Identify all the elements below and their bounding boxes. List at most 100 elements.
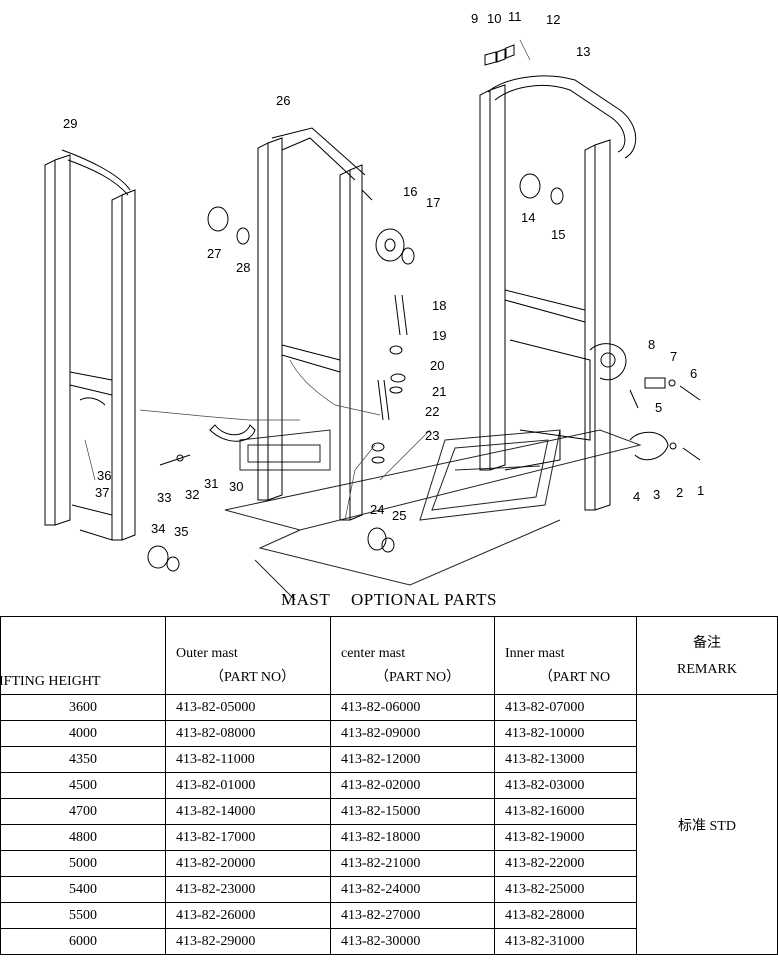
lifting-height-cell: 3600 [0,694,166,721]
callout-35: 35 [174,524,188,539]
header-outer-label: Outer mast [176,646,238,661]
outer-part-cell: 413-82-01000 [165,772,331,799]
header-center-label: center mast [341,646,406,661]
center-part-cell: 413-82-02000 [330,772,495,799]
callout-12: 12 [546,12,560,27]
callout-31: 31 [204,476,218,491]
header-inner-mast: Inner mast （PART NO [494,616,637,695]
header-remark-cn: 备注 [693,636,721,651]
callout-30: 30 [229,479,243,494]
callout-28: 28 [236,260,250,275]
header-outer-mast: Outer mast （PART NO） [165,616,331,695]
callout-21: 21 [432,384,446,399]
sheet-title-left: MAST [281,590,331,609]
leader-lines [139,359,431,521]
table-header-row: IFTING HEIGHT Outer mast （PART NO） cente… [0,616,778,695]
lifting-height-cell: 5000 [0,850,166,877]
center-part-cell: 413-82-30000 [330,928,495,955]
exploded-mast-diagram: 1 2 3 4 5 6 7 8 9 10 11 12 13 14 15 16 1… [44,9,704,600]
header-center-sub: （PART NO） [375,670,461,685]
callout-labels: 1 2 3 4 5 6 7 8 9 10 11 12 13 14 15 16 1… [63,9,704,539]
callout-2: 2 [676,485,683,500]
center-part-cell: 413-82-24000 [330,876,495,903]
header-center-mast: center mast （PART NO） [330,616,495,695]
callout-4: 4 [633,489,640,504]
lifting-height-cell: 4000 [0,720,166,747]
callout-8: 8 [648,337,655,352]
callout-20: 20 [430,358,444,373]
header-remark: 备注 REMARK [636,616,778,695]
center-mast [257,127,373,521]
callout-6: 6 [690,366,697,381]
center-part-cell: 413-82-09000 [330,720,495,747]
callout-1: 1 [697,483,704,498]
callout-10: 10 [487,11,501,26]
outer-part-cell: 413-82-26000 [165,902,331,929]
watermark-logo [224,429,642,600]
center-part-cell: 413-82-18000 [330,824,495,851]
center-part-cell: 413-82-15000 [330,798,495,825]
lifting-height-cell: 4700 [0,798,166,825]
outer-mast [44,149,136,541]
callout-37: 37 [95,485,109,500]
callout-23: 23 [425,428,439,443]
callout-26: 26 [276,93,290,108]
callout-13: 13 [576,44,590,59]
callout-7: 7 [670,349,677,364]
lifting-height-cell: 4350 [0,746,166,773]
inner-part-cell: 413-82-19000 [494,824,637,851]
sheet-title-right: OPTIONAL PARTS [351,590,497,609]
header-lifting-height: IFTING HEIGHT [0,616,166,695]
inner-part-cell: 413-82-07000 [494,694,637,721]
remark-cell: 标准 STD [636,694,778,955]
outer-part-cell: 413-82-14000 [165,798,331,825]
inner-part-cell: 413-82-16000 [494,798,637,825]
callout-18: 18 [432,298,446,313]
callout-11: 11 [508,9,522,24]
callout-25: 25 [392,508,406,523]
outer-part-cell: 413-82-29000 [165,928,331,955]
callout-22: 22 [425,404,439,419]
outer-part-cell: 413-82-08000 [165,720,331,747]
outer-part-cell: 413-82-05000 [165,694,331,721]
callout-36: 36 [97,468,111,483]
callout-27: 27 [207,246,221,261]
lifting-height-cell: 4800 [0,824,166,851]
header-outer-sub: （PART NO） [210,670,296,685]
lifting-height-cell: 5400 [0,876,166,903]
inner-mast [479,75,637,511]
callout-33: 33 [157,490,171,505]
center-part-cell: 413-82-27000 [330,902,495,929]
inner-part-cell: 413-82-13000 [494,746,637,773]
header-inner-sub: （PART NO [539,670,611,685]
small-parts [147,39,701,572]
lifting-height-cell: 4500 [0,772,166,799]
outer-part-cell: 413-82-20000 [165,850,331,877]
callout-9: 9 [471,11,478,26]
outer-part-cell: 413-82-11000 [165,746,331,773]
lifting-height-cell: 6000 [0,928,166,955]
inner-part-cell: 413-82-25000 [494,876,637,903]
inner-part-cell: 413-82-03000 [494,772,637,799]
header-inner-label: Inner mast [505,646,565,661]
header-remark-en: REMARK [677,662,737,677]
callout-32: 32 [185,487,199,502]
callout-24: 24 [370,502,384,517]
inner-part-cell: 413-82-10000 [494,720,637,747]
sheet-title: MAST OPTIONAL PARTS [0,590,778,610]
center-part-cell: 413-82-21000 [330,850,495,877]
callout-17: 17 [426,195,440,210]
center-part-cell: 413-82-06000 [330,694,495,721]
inner-part-cell: 413-82-28000 [494,902,637,929]
callout-14: 14 [521,210,535,225]
inner-part-cell: 413-82-22000 [494,850,637,877]
parts-table: IFTING HEIGHT Outer mast （PART NO） cente… [0,616,778,955]
